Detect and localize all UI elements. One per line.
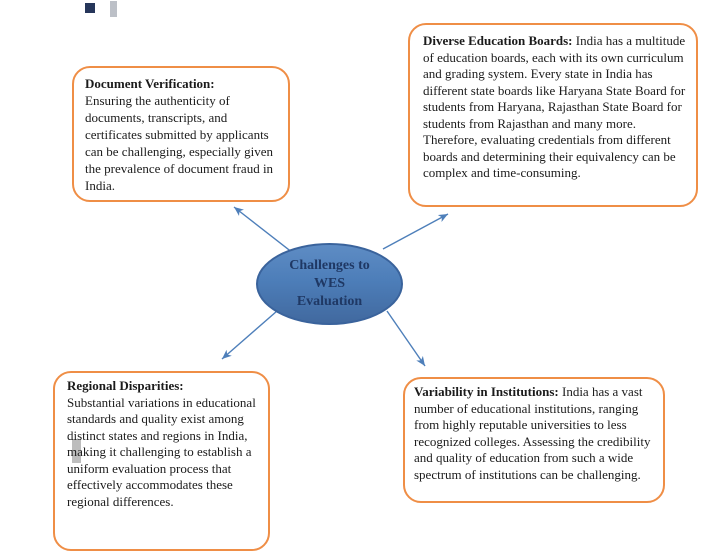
diverse-education-boards-box: Diverse Education Boards:India has a mul… bbox=[408, 23, 698, 207]
arrow-to-diverse-boards bbox=[382, 213, 449, 250]
document-verification-box: Document Verification: Ensuring the authe… bbox=[72, 66, 290, 202]
arrow-to-variability-institutions bbox=[386, 310, 426, 367]
central-node-line3: Evaluation bbox=[296, 294, 363, 309]
central-node-ellipse: Challenges to WES Evaluation bbox=[256, 243, 403, 325]
variability-institutions-heading: Variability in Institutions: bbox=[414, 384, 559, 399]
diverse-education-boards-heading: Diverse Education Boards: bbox=[423, 33, 573, 48]
document-verification-text: Ensuring the authenticity of documents, … bbox=[85, 93, 274, 193]
regional-disparities-text: Substantial variations in educational st… bbox=[67, 394, 256, 509]
gray-bar-artifact bbox=[72, 439, 81, 463]
regional-disparities-box: Regional Disparities:Substantial variati… bbox=[53, 371, 270, 551]
document-verification-heading: Document Verification: bbox=[85, 76, 215, 91]
variability-institutions-box: Variability in Institutions:India has a … bbox=[403, 377, 665, 503]
central-node-line2: WES bbox=[313, 276, 346, 291]
anchor-square-artifact bbox=[85, 3, 95, 13]
cursor-bar-artifact bbox=[110, 1, 117, 17]
central-node-line1: Challenges to bbox=[289, 258, 370, 273]
arrow-to-regional-disparities bbox=[221, 310, 278, 360]
variability-institutions-text: India has a vast number of educational i… bbox=[414, 384, 651, 482]
regional-disparities-heading: Regional Disparities: bbox=[67, 378, 184, 393]
diverse-education-boards-text: India has a multitude of education board… bbox=[423, 33, 686, 180]
